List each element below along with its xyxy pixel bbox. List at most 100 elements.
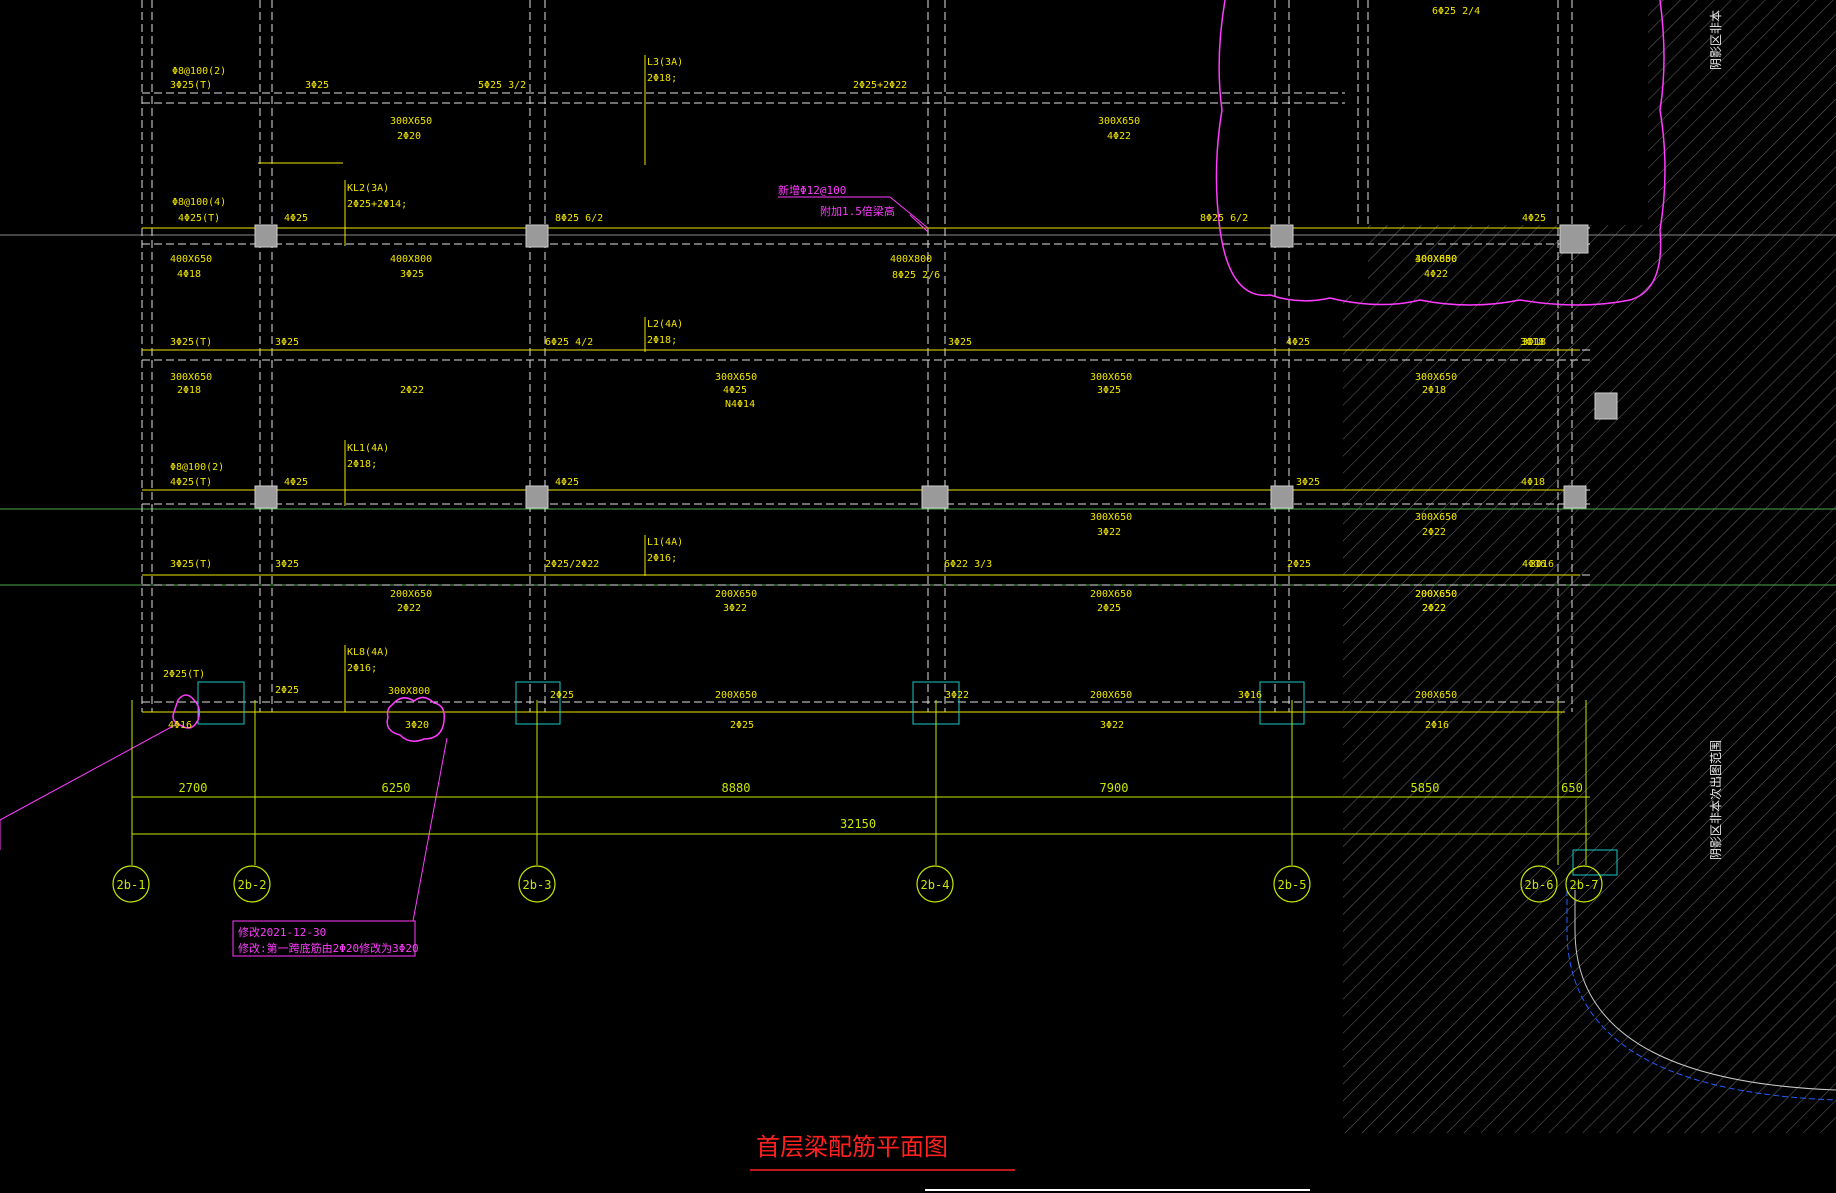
mark-leaders bbox=[258, 55, 646, 712]
axis-bubbles bbox=[112, 865, 1603, 903]
rebar-label: 3Φ16 bbox=[1238, 690, 1262, 701]
shaded-label-upper: 阴影区非本 bbox=[1709, 10, 1723, 70]
stirrup-note: 新增Φ12@100 附加1.5倍梁高 bbox=[778, 183, 929, 233]
rebar-label: 8Φ25 2/6 bbox=[892, 270, 940, 281]
rebar-label: 2Φ25/2Φ22 bbox=[545, 559, 599, 570]
rebar-label: 3Φ25 bbox=[275, 337, 299, 348]
beam-mark: 2Φ16; bbox=[347, 663, 377, 674]
section-label: 300X650 bbox=[1098, 116, 1140, 127]
rebar-label: 3Φ18 bbox=[1522, 337, 1546, 348]
section-label: N4Φ14 bbox=[725, 399, 755, 410]
leader-lines bbox=[0, 724, 448, 957]
section-label: 200X650 bbox=[1415, 589, 1457, 600]
revision-date: 修改2021-12-30 bbox=[238, 925, 326, 939]
rebar-label: 4Φ16 bbox=[168, 720, 192, 731]
rebar-label: 3Φ25 bbox=[275, 559, 299, 570]
section-label: 3Φ22 bbox=[723, 603, 747, 614]
beam-mark: KL1(4A) bbox=[347, 443, 389, 454]
rebar-label: 3Φ16 bbox=[1530, 559, 1554, 570]
span-label: 650 bbox=[1561, 781, 1583, 795]
section-label: 2Φ20 bbox=[397, 131, 421, 142]
section-label: 300X650 bbox=[390, 116, 432, 127]
rebar-label: 3Φ25 bbox=[948, 337, 972, 348]
rebar-labels: 3Φ25(T) Φ8@100(2) 3Φ25 5Φ25 3/2 2Φ25+2Φ2… bbox=[163, 6, 1554, 731]
section-label: 2Φ22 bbox=[1422, 603, 1446, 614]
dimension-lines bbox=[131, 700, 1590, 865]
section-label: 2Φ22 bbox=[397, 603, 421, 614]
rebar-label: 4Φ25 bbox=[1522, 213, 1546, 224]
section-label: 3Φ25 bbox=[1097, 385, 1121, 396]
rebar-label: 2Φ25+2Φ22 bbox=[853, 80, 907, 91]
rebar-label: 3Φ18 bbox=[1520, 337, 1544, 348]
section-label: 3Φ25 bbox=[400, 269, 424, 280]
rebar-label: 4Φ25 bbox=[555, 477, 579, 488]
rebar-label: Φ8@100(2) bbox=[172, 66, 226, 77]
rebar-label: 2Φ25(T) bbox=[163, 669, 205, 680]
revision-text: 修改:第一跨底筋由2Φ20修改为3Φ20 bbox=[238, 941, 419, 955]
section-label: 4Φ25 bbox=[723, 385, 747, 396]
section-label: 4Φ18 bbox=[177, 269, 201, 280]
beam-mark: 2Φ18; bbox=[347, 459, 377, 470]
beam-mark: L1(4A) bbox=[647, 537, 683, 548]
section-label: 2Φ22 bbox=[400, 385, 424, 396]
rebar-label: 3Φ22 bbox=[945, 690, 969, 701]
section-label: 2Φ16 bbox=[1425, 720, 1449, 731]
section-label: 2Φ25 bbox=[730, 720, 754, 731]
section-label: 2Φ22 bbox=[1422, 603, 1446, 614]
rebar-label: 4Φ25(T) bbox=[178, 213, 220, 224]
drawing-title: 首层梁配筋平面图 bbox=[756, 1133, 948, 1161]
shaded-area bbox=[1343, 0, 1836, 1133]
rebar-label: 6Φ25 2/4 bbox=[1432, 6, 1480, 17]
axis-label: 2b-7 bbox=[1570, 878, 1599, 892]
section-label: 300X650 bbox=[1415, 512, 1457, 523]
section-label: 2Φ22 bbox=[1422, 527, 1446, 538]
rebar-label: 2Φ25 bbox=[1287, 559, 1311, 570]
section-label: 300X800 bbox=[388, 686, 430, 697]
span-label: 7900 bbox=[1100, 781, 1129, 795]
section-label: 200X650 bbox=[390, 589, 432, 600]
rebar-label: 6Φ22 3/3 bbox=[944, 559, 992, 570]
revision-note: 修改2021-12-30 修改:第一跨底筋由2Φ20修改为3Φ20 bbox=[238, 925, 419, 955]
span-label: 5850 bbox=[1411, 781, 1440, 795]
axis-label: 2b-1 bbox=[117, 878, 146, 892]
section-label: 300X650 bbox=[715, 372, 757, 383]
axis-label: 2b-2 bbox=[238, 878, 267, 892]
span-label: 6250 bbox=[382, 781, 411, 795]
total-span-label: 32150 bbox=[840, 817, 876, 831]
section-label: 400X800 bbox=[890, 254, 932, 265]
section-label: 400X800 bbox=[1415, 254, 1457, 265]
section-label: 300X650 bbox=[1090, 512, 1132, 523]
beam-mark: 2Φ16; bbox=[647, 553, 677, 564]
rebar-label: 3Φ25(T) bbox=[170, 80, 212, 91]
rebar-label: 3Φ25(T) bbox=[170, 559, 212, 570]
beam-mark: L2(4A) bbox=[647, 319, 683, 330]
section-label: 4Φ22 bbox=[1424, 269, 1448, 280]
rebar-lines bbox=[142, 227, 1580, 713]
rebar-label: 4Φ16 bbox=[1522, 559, 1546, 570]
rebar-label: 3Φ25(T) bbox=[170, 337, 212, 348]
span-label: 8880 bbox=[722, 781, 751, 795]
axis-label: 2b-4 bbox=[921, 878, 950, 892]
section-label: 3Φ22 bbox=[1097, 527, 1121, 538]
rebar-label: 2Φ25 bbox=[550, 690, 574, 701]
shaded-label-lower: 阴影区非本次出图范围 bbox=[1709, 740, 1723, 860]
section-label: 3Φ22 bbox=[1100, 720, 1124, 731]
rebar-label: 8Φ25 6/2 bbox=[555, 213, 603, 224]
section-label: 200X650 bbox=[1415, 690, 1457, 701]
section-label: 200X650 bbox=[715, 690, 757, 701]
section-label: 300X650 bbox=[1090, 372, 1132, 383]
section-label: 2Φ25 bbox=[1097, 603, 1121, 614]
axis-label: 2b-5 bbox=[1278, 878, 1307, 892]
section-label: 2Φ18 bbox=[1422, 385, 1446, 396]
stirrup-note-line2: 附加1.5倍梁高 bbox=[820, 204, 895, 218]
beam-mark: 2Φ25+2Φ14; bbox=[347, 199, 407, 210]
section-label: 400X650 bbox=[170, 254, 212, 265]
rebar-label: 8Φ25 6/2 bbox=[1200, 213, 1248, 224]
rebar-label: 3Φ25 bbox=[305, 80, 329, 91]
section-label: 300X650 bbox=[170, 372, 212, 383]
beam-mark-labels: KL2(3A) 2Φ25+2Φ14; KL1(4A) 2Φ18; KL8(4A)… bbox=[347, 57, 683, 674]
columns bbox=[254, 224, 1618, 509]
